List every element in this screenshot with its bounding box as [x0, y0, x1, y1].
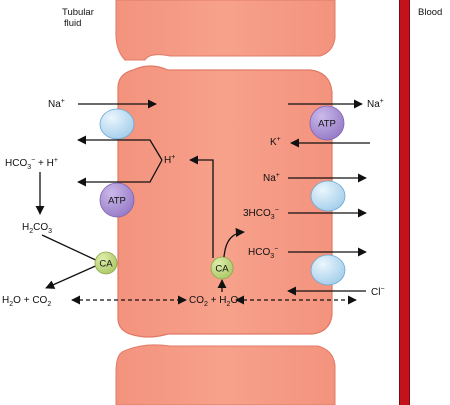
k-label: K+: [270, 136, 281, 148]
luminal-carbonic-anhydrase: [94, 251, 118, 275]
luminal-na-label: Na+: [48, 98, 65, 110]
luminal-atp-label: ATP: [108, 196, 126, 207]
hco3-plus-h-label: HCO3− + H+: [5, 157, 58, 171]
luminal-atp-pump: [99, 182, 135, 218]
blood-vessel: [399, 0, 410, 405]
cl-label: Cl−: [371, 286, 385, 298]
tubular-fluid-text: Tubular: [62, 7, 94, 18]
tubular-fluid-text-line2: fluid: [64, 18, 81, 29]
h-secretion-lower-path: [77, 159, 163, 187]
na-hco3-cotransporter: [310, 180, 346, 212]
ca-to-h2o-co2-arrow: [45, 263, 101, 289]
upper-neighbor-cell: [115, 0, 336, 61]
epithelial-cell: [117, 65, 333, 338]
hco3-label: HCO3−: [248, 246, 278, 260]
three-hco3-label: 3HCO3−: [243, 207, 279, 221]
h2co3-label: H2CO3: [22, 222, 52, 235]
basolateral-atp-label: ATP: [318, 119, 336, 130]
ca-to-h-arrow: [189, 155, 214, 258]
tubular-fluid-label: Tubular fluid: [62, 7, 97, 29]
na-k-atpase: [309, 105, 345, 141]
lower-neighbor-cell: [115, 344, 336, 405]
cl-hco3-exchanger: [310, 254, 346, 286]
ca-to-hco3-arrow: [223, 227, 245, 258]
blood-label: Blood: [418, 7, 442, 18]
luminal-na-h-exchanger: [99, 108, 135, 140]
h2co3-to-ca-line: [41, 234, 101, 263]
basolateral-na-out-label: Na+: [367, 98, 384, 110]
basolateral-na-in-label: Na+: [263, 172, 280, 184]
cell-co2-h2o-label: CO2 + H2O: [189, 295, 238, 308]
cell-carbonic-anhydrase: [210, 256, 234, 280]
cell-ca-label: CA: [215, 264, 229, 275]
h-secretion-upper-path: [77, 135, 163, 161]
cell-h-label: H+: [164, 154, 175, 166]
luminal-ca-label: CA: [99, 259, 113, 270]
h2o-co2-label: H2O + CO2: [2, 295, 51, 308]
